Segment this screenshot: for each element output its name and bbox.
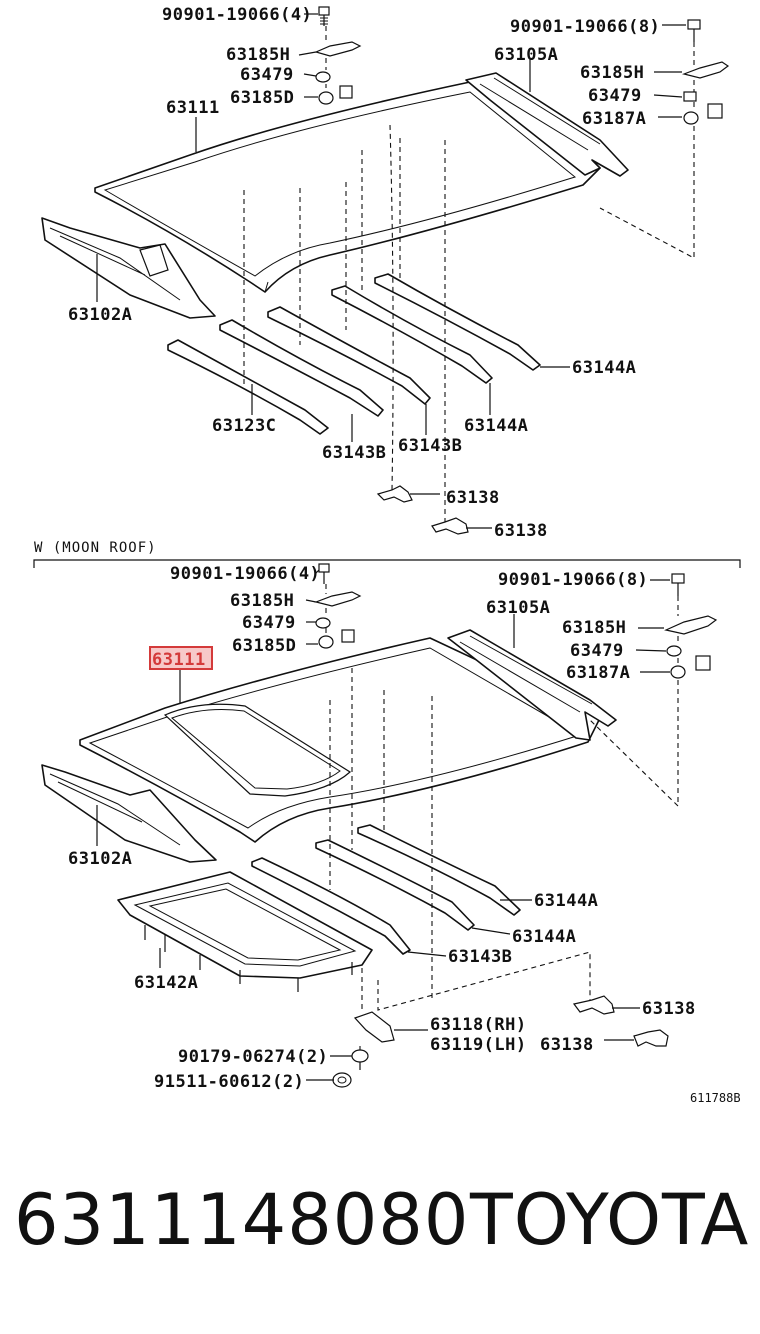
moonroof-bracket-63138-a[interactable] — [572, 995, 615, 1015]
moonroof-label-bolt-right: 90901-19066(8) — [498, 570, 648, 590]
label-clip-h: 63185H — [226, 45, 290, 65]
bow-63144a-left[interactable] — [331, 285, 493, 384]
highlight-box — [149, 646, 213, 670]
bow-63143b-left[interactable] — [219, 319, 384, 417]
moonroof-nut-right-icon[interactable] — [666, 645, 682, 657]
footer-part-number: 6311148080 — [14, 1179, 470, 1261]
moonroof-label-clip-a-right: 63187A — [566, 663, 630, 683]
nut-right-icon[interactable] — [683, 91, 697, 102]
moonroof-label-nut: 63479 — [242, 613, 296, 633]
section-header: W (MOON ROOF) — [34, 540, 157, 556]
bolt-b-icon[interactable] — [332, 1072, 352, 1088]
moonroof-label-rh: 63118(RH) — [430, 1015, 527, 1035]
sunroof-frame-part[interactable] — [117, 871, 373, 992]
section-moon-roof: W (MOON ROOF) — [33, 540, 741, 568]
label-nut-right: 63479 — [588, 86, 642, 106]
label-nut: 63479 — [240, 65, 294, 85]
diagram-code: 611788B — [690, 1091, 741, 1105]
label-bow-2: 63144A — [464, 416, 528, 436]
bottom-diagram: 90901-19066(4) 63185H 63479 63185D 63111… — [41, 563, 741, 1105]
moonroof-roof-panel-part[interactable] — [79, 637, 601, 843]
moonroof-label-rail-front: 63102A — [68, 849, 132, 869]
moonroof-bolt-right-icon[interactable] — [671, 573, 685, 596]
moonroof-label-bolt-b: 91511-60612(2) — [154, 1072, 304, 1092]
label-rail-front: 63102A — [68, 305, 132, 325]
moonroof-clip-h-icon[interactable] — [313, 591, 362, 607]
front-rail-part[interactable] — [41, 217, 216, 319]
bolt-icon[interactable] — [318, 6, 330, 26]
bracket-63138-b[interactable] — [431, 517, 469, 535]
screw-icon[interactable] — [351, 1049, 369, 1070]
clip-a-right-icon[interactable] — [683, 103, 723, 125]
label-clip-a-right: 63187A — [582, 109, 646, 129]
moonroof-label-bolt: 90901-19066(4) — [170, 564, 320, 584]
bracket-63138-a[interactable] — [376, 485, 413, 503]
moonroof-clip-d-icon[interactable] — [318, 629, 355, 649]
moonroof-label-clip-d: 63185D — [232, 636, 296, 656]
label-roof-panel: 63111 — [166, 98, 220, 118]
moonroof-label-bracket-1: 63138 — [642, 999, 696, 1019]
moonroof-label-lh: 63119(LH) — [430, 1035, 527, 1055]
moonroof-label-roof-panel: 63111 — [152, 650, 206, 670]
moonroof-bow-63144a-right[interactable] — [357, 824, 521, 916]
moonroof-label-bow-3: 63143B — [448, 947, 512, 967]
clip-h-icon[interactable] — [314, 41, 362, 57]
moonroof-bracket-63138-b[interactable] — [633, 1029, 669, 1047]
label-bracket-2: 63138 — [494, 521, 548, 541]
bow-63143b-right[interactable] — [267, 306, 431, 405]
label-bow-1: 63144A — [572, 358, 636, 378]
moonroof-clip-a-right-icon[interactable] — [670, 655, 711, 679]
rear-rail-part[interactable] — [465, 72, 629, 177]
nut-icon[interactable] — [315, 71, 331, 83]
moonroof-label-rail-rear: 63105A — [486, 598, 550, 618]
label-rail-rear: 63105A — [494, 45, 558, 65]
clip-d-icon[interactable] — [318, 85, 353, 105]
top-diagram: 90901-19066(4) 63185H 63479 63185D 63111… — [41, 5, 730, 541]
bolt-icon-right[interactable] — [687, 19, 701, 42]
moonroof-label-bracket-2: 63138 — [540, 1035, 594, 1055]
moonroof-nut-icon[interactable] — [315, 617, 331, 629]
footer-brand: TOYOTA — [470, 1179, 750, 1261]
moonroof-label-bow-2: 63144A — [512, 927, 576, 947]
bow-63144a-right[interactable] — [374, 273, 541, 371]
moonroof-label-clip-h: 63185H — [230, 591, 294, 611]
moonroof-label-frame: 63142A — [134, 973, 198, 993]
label-bolt: 90901-19066(4) — [162, 5, 312, 25]
moonroof-front-rail-part[interactable] — [41, 764, 217, 863]
bracket-rh-lh[interactable] — [353, 1011, 395, 1043]
label-bow-4: 63143B — [398, 436, 462, 456]
label-bracket-1: 63138 — [446, 488, 500, 508]
label-bow-5: 63123C — [212, 416, 276, 436]
moonroof-bolt-icon[interactable] — [318, 563, 330, 584]
moonroof-label-bow-1: 63144A — [534, 891, 598, 911]
moonroof-label-screw: 90179-06274(2) — [178, 1047, 328, 1067]
label-bow-3: 63143B — [322, 443, 386, 463]
moonroof-bow-63144a-left[interactable] — [315, 839, 475, 931]
highlight-fill — [150, 647, 212, 669]
moonroof-clip-h-right-icon[interactable] — [664, 615, 718, 635]
label-clip-d: 63185D — [230, 88, 294, 108]
moonroof-label-nut-right: 63479 — [570, 641, 624, 661]
moonroof-label-clip-h-right: 63185H — [562, 618, 626, 638]
label-clip-h-right: 63185H — [580, 63, 644, 83]
clip-h-right-icon[interactable] — [681, 61, 730, 79]
bow-63123c[interactable] — [167, 339, 329, 435]
moonroof-rear-rail-part[interactable] — [447, 629, 617, 741]
label-bolt-right: 90901-19066(8) — [510, 17, 660, 37]
moonroof-bow-63143b[interactable] — [251, 857, 411, 955]
